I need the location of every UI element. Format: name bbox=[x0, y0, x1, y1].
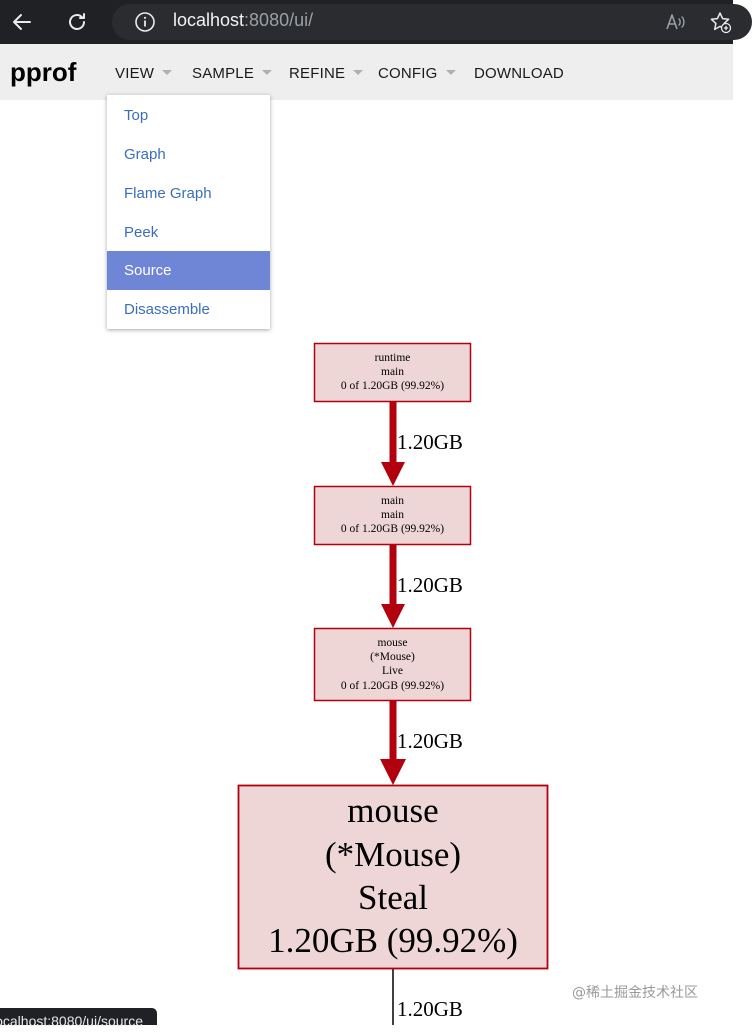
menu-config[interactable]: CONFIG bbox=[378, 64, 456, 84]
node-line: 0 of 1.20GB (99.92%) bbox=[341, 680, 444, 692]
node-line: 0 of 1.20GB (99.92%) bbox=[341, 380, 444, 392]
graph-node-mouse-steal[interactable]: mouse (*Mouse) Steal 1.20GB (99.92%) bbox=[237, 784, 549, 970]
edge-arrowhead bbox=[381, 462, 405, 486]
menu-view[interactable]: VIEW bbox=[115, 64, 173, 84]
graph-node-main-main[interactable]: main main 0 of 1.20GB (99.92%) bbox=[313, 485, 472, 546]
node-line: main bbox=[381, 366, 404, 378]
menu-view-label: VIEW bbox=[115, 65, 155, 82]
graph-node-mouse-live[interactable]: mouse (*Mouse) Live 0 of 1.20GB (99.92%) bbox=[313, 627, 472, 702]
node-line: (*Mouse) bbox=[325, 835, 461, 874]
view-menu-item-graph[interactable]: Graph bbox=[124, 146, 166, 163]
node-line: 0 of 1.20GB (99.92%) bbox=[341, 523, 444, 535]
node-line: main bbox=[381, 509, 404, 521]
status-url-text: localhost:8080/ui/source bbox=[0, 1013, 143, 1029]
menu-refine[interactable]: REFINE bbox=[289, 64, 364, 84]
url-host: localhost bbox=[173, 10, 245, 30]
site-info-icon[interactable] bbox=[129, 6, 161, 38]
watermark: @稀土掘金技术社区 bbox=[572, 985, 698, 1001]
node-line: 1.20GB (99.92%) bbox=[268, 921, 518, 960]
menu-download-label: DOWNLOAD bbox=[474, 65, 564, 82]
view-menu-item-disassemble[interactable]: Disassemble bbox=[124, 301, 210, 318]
edge-arrowhead bbox=[380, 759, 406, 785]
browser-toolbar: localhost:8080/ui/ bbox=[0, 0, 752, 44]
node-line: mouse bbox=[347, 791, 438, 830]
menu-refine-label: REFINE bbox=[289, 65, 346, 82]
view-menu-item-flame-graph[interactable]: Flame Graph bbox=[124, 185, 212, 202]
node-line: mouse bbox=[377, 637, 407, 649]
edge-label: 1.20GB bbox=[397, 430, 463, 454]
view-menu-item-source[interactable]: Source bbox=[107, 251, 270, 290]
node-line: main bbox=[381, 495, 404, 507]
call-graph: 1.20GB 1.20GB 1.20GB 1.20GB runtime main… bbox=[237, 342, 549, 1025]
read-aloud-icon[interactable] bbox=[660, 6, 692, 38]
reload-icon[interactable] bbox=[61, 6, 93, 38]
menu-download[interactable]: DOWNLOAD bbox=[474, 64, 564, 84]
favorite-add-icon[interactable] bbox=[704, 6, 736, 38]
node-line: (*Mouse) bbox=[370, 651, 415, 663]
app-title: pprof bbox=[10, 57, 77, 87]
pprof-header: pprof VIEW SAMPLE REFINE CONFIG DOWNLOAD bbox=[0, 44, 733, 100]
edge-arrowhead bbox=[381, 604, 405, 628]
address-bar[interactable] bbox=[112, 4, 752, 40]
node-line: Steal bbox=[358, 878, 428, 917]
node-line: runtime bbox=[375, 352, 411, 364]
menu-sample-label: SAMPLE bbox=[192, 65, 255, 82]
url-path: :8080/ui/ bbox=[244, 10, 314, 30]
chevron-down-icon bbox=[162, 70, 173, 75]
graph-node-runtime-main[interactable]: runtime main 0 of 1.20GB (99.92%) bbox=[313, 342, 472, 403]
chevron-down-icon bbox=[445, 70, 456, 75]
chevron-down-icon bbox=[353, 70, 364, 75]
edge-label: 1.20GB bbox=[397, 573, 463, 597]
status-url-tooltip: localhost:8080/ui/source bbox=[0, 1008, 157, 1029]
view-dropdown-menu: Top Graph Flame Graph Peek Source Disass… bbox=[107, 95, 270, 329]
address-url[interactable]: localhost:8080/ui/ bbox=[173, 9, 313, 31]
view-menu-item-peek[interactable]: Peek bbox=[124, 224, 159, 241]
menu-config-label: CONFIG bbox=[378, 65, 438, 82]
menu-sample[interactable]: SAMPLE bbox=[192, 64, 273, 84]
edge-label: 1.20GB bbox=[397, 997, 463, 1021]
node-line: Live bbox=[382, 665, 403, 677]
view-menu-item-top[interactable]: Top bbox=[124, 107, 149, 124]
back-icon[interactable] bbox=[6, 6, 38, 38]
chevron-down-icon bbox=[262, 70, 273, 75]
edge-label: 1.20GB bbox=[397, 729, 463, 753]
